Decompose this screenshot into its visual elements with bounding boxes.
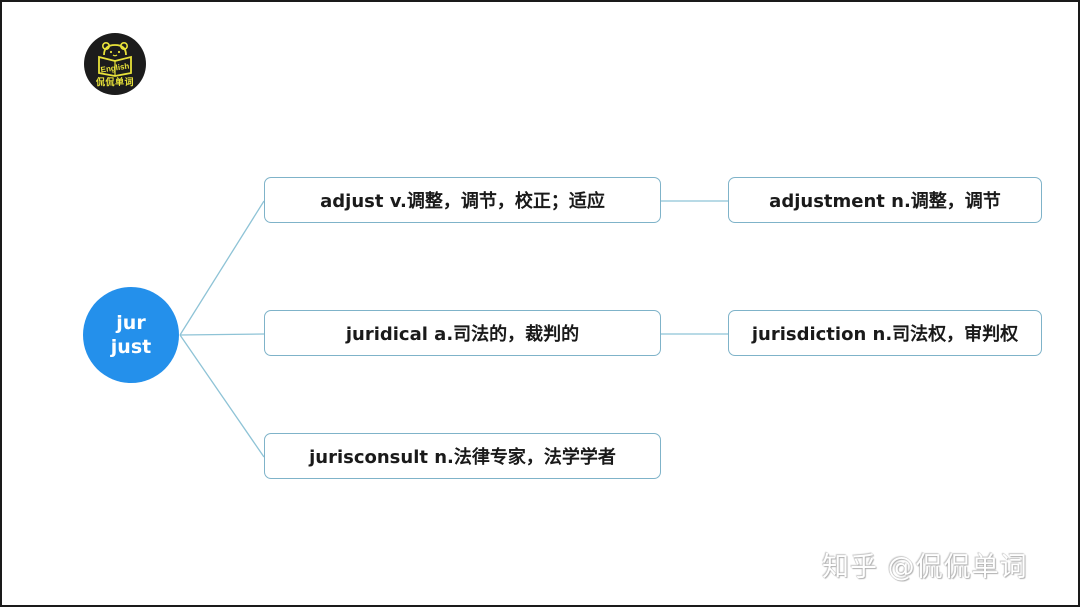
branch-label: juridical a.司法的，裁判的 <box>345 324 580 345</box>
branch-node-adjust[interactable]: adjust v.调整，调节，校正；适应 <box>264 177 661 223</box>
branch-node-jurisconsult[interactable]: jurisconsult n.法律专家，法学学者 <box>264 433 661 479</box>
child-node-jurisdiction[interactable]: jurisdiction n.司法权，审判权 <box>728 310 1042 356</box>
root-line-2: just <box>110 336 152 358</box>
branch-node-juridical[interactable]: juridical a.司法的，裁判的 <box>264 310 661 356</box>
watermark: 知乎 @侃侃单词 <box>822 552 1028 583</box>
child-node-adjustment[interactable]: adjustment n.调整，调节 <box>728 177 1042 223</box>
logo-book-text: English <box>100 61 130 74</box>
child-label: adjustment n.调整，调节 <box>769 191 1001 212</box>
connector-root-adjust <box>179 200 265 336</box>
bear-reading-book-icon: English <box>98 41 132 77</box>
child-label: jurisdiction n.司法权，审判权 <box>751 324 1019 345</box>
logo-badge: English 侃侃单词 <box>84 33 146 95</box>
connector-root-jurisconsult <box>179 334 265 458</box>
branch-label: jurisconsult n.法律专家，法学学者 <box>309 447 616 468</box>
root-line-1: jur <box>116 312 146 334</box>
connector-root-juridical <box>179 333 265 336</box>
root-node[interactable]: jur just <box>83 287 179 383</box>
branch-label: adjust v.调整，调节，校正；适应 <box>320 191 605 212</box>
logo-caption: 侃侃单词 <box>95 77 134 88</box>
